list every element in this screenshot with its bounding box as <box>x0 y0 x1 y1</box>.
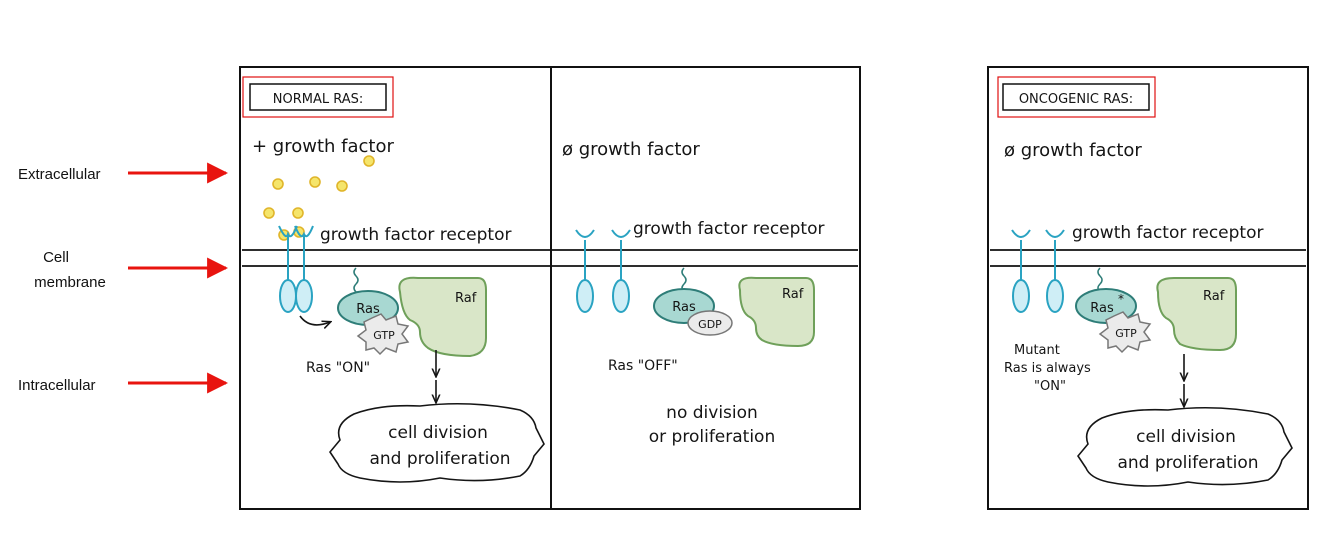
growth-factor-dot <box>363 155 375 167</box>
ras-on-status: Ras "ON" <box>306 360 370 376</box>
gdp-oval <box>687 310 733 336</box>
oncogenic-panel-frame <box>987 66 1309 510</box>
receptor-pair <box>1011 229 1065 313</box>
oncogenic-tag-box <box>1002 83 1150 111</box>
intracellular-label: Intracellular <box>18 377 96 394</box>
panel-normal-on: NORMAL RAS: + growth factor growth facto… <box>242 76 545 483</box>
raf-protein <box>738 276 815 348</box>
ras-anchor <box>1097 267 1103 293</box>
raf-protein <box>398 276 487 358</box>
ras-anchor <box>353 267 359 293</box>
no-outcome-line-2: or proliferation <box>649 427 775 447</box>
receptor-head <box>294 225 314 238</box>
normal-ras-panels <box>239 66 861 510</box>
growth-factor-dot <box>309 176 321 188</box>
receptor-head <box>611 229 631 238</box>
growth-factor-dot <box>272 178 284 190</box>
cell-label: Cell <box>43 249 69 266</box>
outcome-burst <box>1077 406 1293 487</box>
receptor-tail <box>1012 279 1030 313</box>
receptor-head <box>1045 229 1065 238</box>
ras-label: Ras <box>1090 301 1114 316</box>
outcome-burst <box>329 402 545 483</box>
panel-oncogenic: ONCOGENIC RAS: ø growth factor growth fa… <box>987 66 1309 510</box>
oncogenic-tag-highlight <box>997 76 1156 118</box>
left-labels: Extracellular Cell membrane Intracellula… <box>18 162 229 394</box>
ras-anchor <box>681 267 687 293</box>
receptor-tail <box>576 279 594 313</box>
raf-protein <box>1156 277 1237 352</box>
receptor-pair <box>278 225 314 313</box>
normal-tag-highlight <box>242 76 394 118</box>
receptor-tail <box>1046 279 1064 313</box>
receptor-label: growth factor receptor <box>1072 223 1264 243</box>
gtp-label: GTP <box>1115 327 1137 340</box>
growth-factor-absent: ø growth factor <box>1004 140 1142 161</box>
mutant-status-line-2: Ras is always <box>1004 361 1091 376</box>
growth-factor-molecules <box>263 155 375 241</box>
receptor-label: growth factor receptor <box>633 219 825 239</box>
receptor-tail <box>612 279 630 313</box>
receptor-label: growth factor receptor <box>320 225 512 245</box>
mutation-mark: * <box>1118 292 1124 306</box>
gtp-label: GTP <box>373 329 395 342</box>
raf-label: Raf <box>455 291 477 306</box>
raf-label: Raf <box>782 287 804 302</box>
outcome-line-1: cell division <box>1136 427 1236 447</box>
outcome-line-1: cell division <box>388 423 488 443</box>
mutant-status-line-3: "ON" <box>1034 379 1066 394</box>
receptor-tail <box>295 279 313 313</box>
ras-label: Ras <box>356 302 380 317</box>
receptor-tail <box>279 279 297 313</box>
membrane-label: membrane <box>34 274 106 291</box>
mutant-status-line-1: Mutant <box>1014 343 1060 358</box>
growth-factor-dot <box>292 207 304 219</box>
receptor-head <box>575 229 595 238</box>
ras-off-status: Ras "OFF" <box>608 358 678 374</box>
no-outcome-line-1: no division <box>666 403 758 423</box>
gtp-starburst <box>1098 311 1152 354</box>
outcome-line-2: and proliferation <box>1117 453 1258 473</box>
growth-factor-dot <box>263 207 275 219</box>
extracellular-label: Extracellular <box>18 166 101 183</box>
gtp-starburst <box>356 313 410 356</box>
activation-arrow <box>299 315 330 325</box>
growth-factor-dot <box>336 180 348 192</box>
panel-normal-off: ø growth factor growth factor receptor R… <box>562 139 825 447</box>
outcome-line-2: and proliferation <box>369 449 510 469</box>
growth-factor-present: + growth factor <box>252 136 394 157</box>
receptor-head <box>278 225 298 238</box>
raf-label: Raf <box>1203 289 1225 304</box>
ras-label: Ras <box>672 300 696 315</box>
normal-tag: NORMAL RAS: <box>273 92 364 107</box>
oncogenic-tag: ONCOGENIC RAS: <box>1019 92 1133 107</box>
gdp-label: GDP <box>698 318 722 331</box>
receptor-pair <box>575 229 631 313</box>
receptor-head <box>1011 229 1031 238</box>
normal-tag-box <box>249 83 387 111</box>
growth-factor-absent: ø growth factor <box>562 139 700 160</box>
